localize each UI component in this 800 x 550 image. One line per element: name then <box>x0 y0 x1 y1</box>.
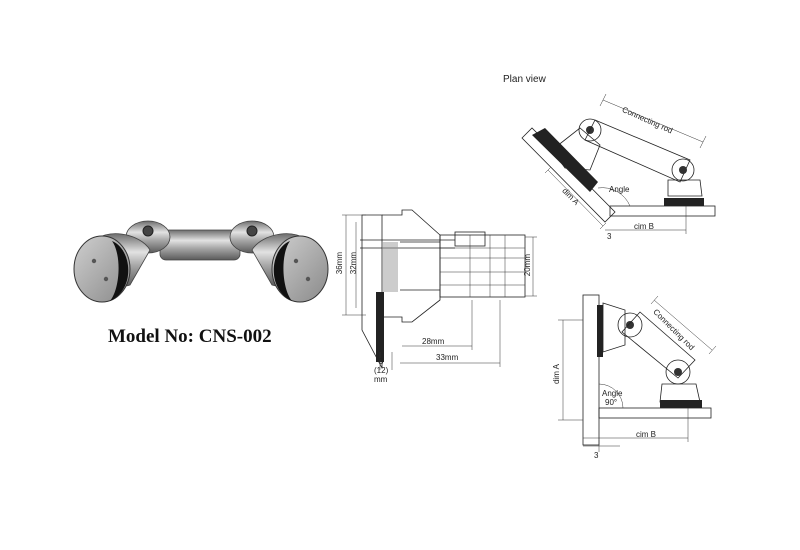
bottom-lower-rubber <box>660 400 702 408</box>
top-right-rubber <box>664 198 704 206</box>
dim20-line <box>525 236 537 297</box>
side-base-plate <box>361 214 383 369</box>
bottom-dimA <box>558 319 583 421</box>
top-connecting-rod <box>584 119 691 183</box>
dim36-line <box>342 214 366 316</box>
bottom-lower-body <box>659 383 701 403</box>
bottom-upper-pivot <box>617 312 643 338</box>
dim33-line <box>400 300 501 367</box>
right-bolt-icon <box>246 225 258 237</box>
bottom-rod-dim <box>650 295 717 355</box>
bottom-upper-bolt-icon <box>626 321 634 329</box>
label-mm: mm <box>374 375 388 384</box>
top-rod-dim <box>599 93 707 149</box>
top-dim3-label: 3 <box>607 232 612 241</box>
label-28mm: 28mm <box>422 337 445 346</box>
left-disc-hole-icon <box>103 276 109 282</box>
bottom-vertical-plate <box>582 294 600 446</box>
bottom-dim3 <box>583 440 620 452</box>
top-left-plate <box>521 127 616 223</box>
side-thread-lines <box>440 235 525 297</box>
side-rubber <box>376 292 384 362</box>
bottom-vertical-rubber <box>597 305 603 357</box>
top-left-body <box>551 127 601 171</box>
bottom-angle-label: Angle <box>602 389 623 398</box>
bottom-angle-arc <box>598 383 624 409</box>
product-photo <box>73 220 329 303</box>
bottom-cimB-label: cim B <box>636 430 656 439</box>
top-right-pivot-bolt-icon <box>679 166 687 174</box>
top-angle-label: Angle <box>609 185 630 194</box>
left-bolt-icon <box>142 225 154 237</box>
bottom-connecting-rod <box>621 311 696 379</box>
right-disc <box>271 235 329 303</box>
bottom-angle-value: 90° <box>605 398 618 407</box>
bottom-cimB <box>583 408 689 442</box>
dim28-line <box>402 300 473 350</box>
right-disc-hole-icon <box>293 258 299 264</box>
top-dimA <box>544 166 607 230</box>
label-3: 3 <box>379 357 384 366</box>
bottom-upper-body <box>602 302 626 353</box>
bottom-dim3-label: 3 <box>594 451 599 460</box>
side-body-inner <box>400 241 440 291</box>
top-base-plate <box>609 205 716 217</box>
right-disc-hole-icon <box>305 276 311 282</box>
bottom-base-plate <box>598 407 712 419</box>
left-disc-hole-icon <box>91 258 97 264</box>
right-rubber <box>273 241 292 301</box>
model-number: Model No: CNS-002 <box>108 326 272 347</box>
left-rubber <box>110 241 129 301</box>
top-cimB <box>605 206 687 234</box>
top-right-body <box>667 179 703 197</box>
left-disc <box>73 235 131 303</box>
label-12: (12) <box>374 366 389 375</box>
side-bolt-head <box>454 231 486 247</box>
label-33mm: 33mm <box>436 353 459 362</box>
top-angle-arc <box>597 187 631 207</box>
side-bolt-shank <box>360 239 455 249</box>
top-left-rubber <box>532 128 598 192</box>
top-left-pivot <box>578 118 602 142</box>
bottom-lower-bolt-icon <box>674 368 682 376</box>
bottom-dimA-label: dim A <box>552 364 561 385</box>
side-shade <box>382 242 398 292</box>
dim3-line <box>379 352 393 370</box>
top-cimB-label: cim B <box>634 222 654 231</box>
plan-view-title: Plan view <box>503 74 546 85</box>
side-neck <box>439 234 526 298</box>
top-right-pivot <box>671 158 695 182</box>
